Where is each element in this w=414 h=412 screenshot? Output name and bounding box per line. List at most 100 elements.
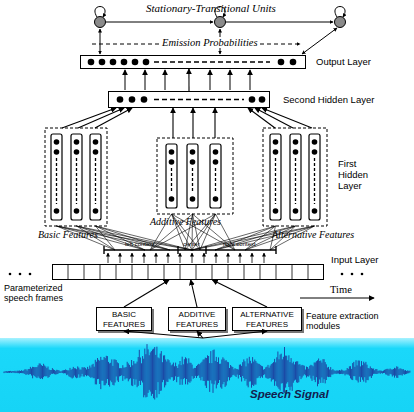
hidden-unit [213, 149, 219, 155]
frame-arrow [240, 253, 241, 263]
frame-arrow [144, 253, 145, 263]
speech-signal-band: Speech Signal [0, 338, 414, 412]
hidden-unit [54, 208, 60, 214]
flow-arrow [188, 69, 189, 91]
node-text: ADDITIVE FEATURES [169, 310, 225, 330]
frame-cell [292, 264, 293, 280]
frame-cell [180, 264, 181, 280]
ellipsis-dot [29, 273, 32, 276]
frame-cell [276, 264, 277, 280]
layer-arrow [165, 70, 166, 90]
frame-cell [84, 264, 85, 280]
hmm-state [215, 17, 226, 28]
unit-dashes [314, 158, 315, 204]
hidden-column [90, 134, 101, 220]
hidden-unit [259, 96, 266, 103]
layer-arrow [95, 108, 132, 128]
flow-arrow [124, 280, 169, 307]
feature-label: Basic Features [38, 229, 98, 240]
frame-arrow [108, 253, 109, 263]
frame-arrow [216, 253, 217, 263]
hidden-group [263, 128, 327, 226]
unit-dashes [215, 168, 216, 192]
hidden-unit [117, 96, 124, 103]
input-connection [192, 226, 276, 250]
feature-module: ADDITIVE FEATURES [168, 307, 226, 331]
layer-arrow [250, 70, 251, 90]
output-unit [88, 59, 95, 66]
node-text: Output Layer [316, 56, 371, 67]
flow-arrow [191, 280, 197, 307]
frame-cell [212, 264, 213, 280]
frame-arrow [132, 253, 133, 263]
time-label: Time [330, 284, 352, 295]
hidden-unit [93, 139, 99, 145]
hidden-column [51, 134, 62, 220]
context-label: right context [223, 241, 256, 247]
frame-cell [132, 264, 133, 280]
hidden-unit [74, 208, 80, 214]
emission-arrow [100, 29, 101, 54]
modules-label: Feature extraction modules [306, 311, 401, 331]
hidden-unit [141, 96, 148, 103]
unit-dashes [76, 158, 77, 204]
hidden-unit [190, 159, 196, 165]
frame-arrow [264, 253, 265, 263]
units-caption: Stationary-Transitional Units [146, 2, 276, 14]
hidden-unit [54, 139, 60, 145]
frame-arrow [252, 253, 253, 263]
hidden-unit [312, 208, 318, 214]
layer-arrow [230, 70, 231, 90]
hidden-unit [190, 149, 196, 155]
unit-dashes [95, 158, 96, 204]
hidden-unit [273, 139, 279, 145]
hidden-unit [93, 208, 99, 214]
node-text: BASIC FEATURES [97, 310, 151, 330]
frame-cell [196, 264, 197, 280]
node-text: Second Hidden Layer [283, 94, 374, 105]
hidden-column [290, 134, 301, 220]
input-connection [215, 226, 276, 250]
hidden-unit [213, 196, 219, 202]
context-label: center [183, 241, 200, 247]
hidden-unit [129, 96, 136, 103]
hidden-unit [93, 149, 99, 155]
layer-label: First Hidden Layer [338, 158, 374, 191]
self-loop [95, 7, 105, 18]
unit-dashes [154, 61, 270, 63]
feature-module: ALTERNATIVE FEATURES [232, 307, 302, 331]
hidden-group [45, 128, 107, 226]
frame-arrow [204, 253, 205, 263]
frame-arrow [228, 253, 229, 263]
emission-arrow [302, 28, 337, 54]
layer-arrow [214, 108, 215, 138]
frame-cell [164, 264, 165, 280]
hidden-unit [74, 139, 80, 145]
output-unit [278, 59, 285, 66]
hidden-unit [249, 96, 256, 103]
unit-dashes [192, 168, 193, 192]
hidden-unit [169, 196, 175, 202]
hidden-column [210, 144, 221, 208]
hidden-column [166, 144, 177, 208]
hidden-unit [273, 149, 279, 155]
signal-band [0, 338, 414, 412]
flow-arrow [203, 331, 267, 338]
unit-dashes [171, 168, 172, 192]
hidden-unit [293, 208, 299, 214]
hidden-unit [74, 149, 80, 155]
hidden-unit [190, 196, 196, 202]
input-connection [96, 226, 171, 250]
layer-arrow [62, 108, 116, 128]
frame-arrow [156, 253, 157, 263]
layer-arrow [262, 108, 312, 128]
ellipsis-dot [341, 273, 344, 276]
emission-caption: Emission Probabilities [160, 37, 260, 48]
output-unit [121, 59, 128, 66]
output-unit [290, 59, 297, 66]
frame-arrow [180, 253, 181, 263]
